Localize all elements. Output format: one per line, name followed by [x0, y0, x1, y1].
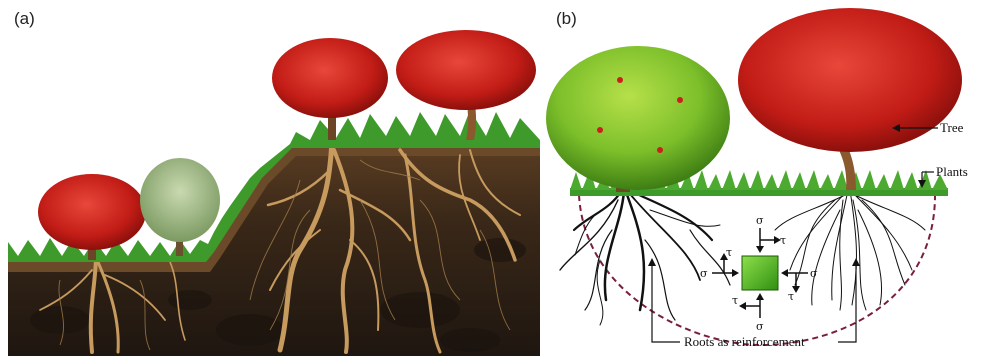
- tau-top: τ: [780, 234, 786, 247]
- sigma-left: σ: [700, 267, 708, 280]
- tau-bottom: τ: [732, 294, 738, 307]
- label-roots-reinforcement: Roots as reinforcement: [684, 334, 805, 349]
- panel-a: (a): [8, 9, 540, 356]
- soil-element-diagram: σ τ τ σ σ τ τ σ: [700, 214, 818, 333]
- label-tree: Tree: [940, 120, 964, 135]
- label-plants: Plants: [936, 164, 968, 179]
- red-tree-b: [738, 8, 962, 190]
- pale-green-tree-a: [140, 158, 220, 256]
- soil-element-square: [742, 256, 778, 290]
- tau-left: τ: [726, 246, 732, 259]
- roots-left-tree: [560, 190, 730, 325]
- sigma-top: σ: [756, 214, 764, 227]
- panel-b-label: (b): [556, 9, 577, 28]
- roots-right-tree: [775, 190, 925, 310]
- sigma-right: σ: [810, 267, 818, 280]
- green-tree-b: [546, 46, 730, 192]
- panel-b: (b): [546, 8, 968, 349]
- panel-a-label: (a): [14, 9, 35, 28]
- sigma-bottom: σ: [756, 320, 764, 333]
- tau-right: τ: [788, 290, 794, 303]
